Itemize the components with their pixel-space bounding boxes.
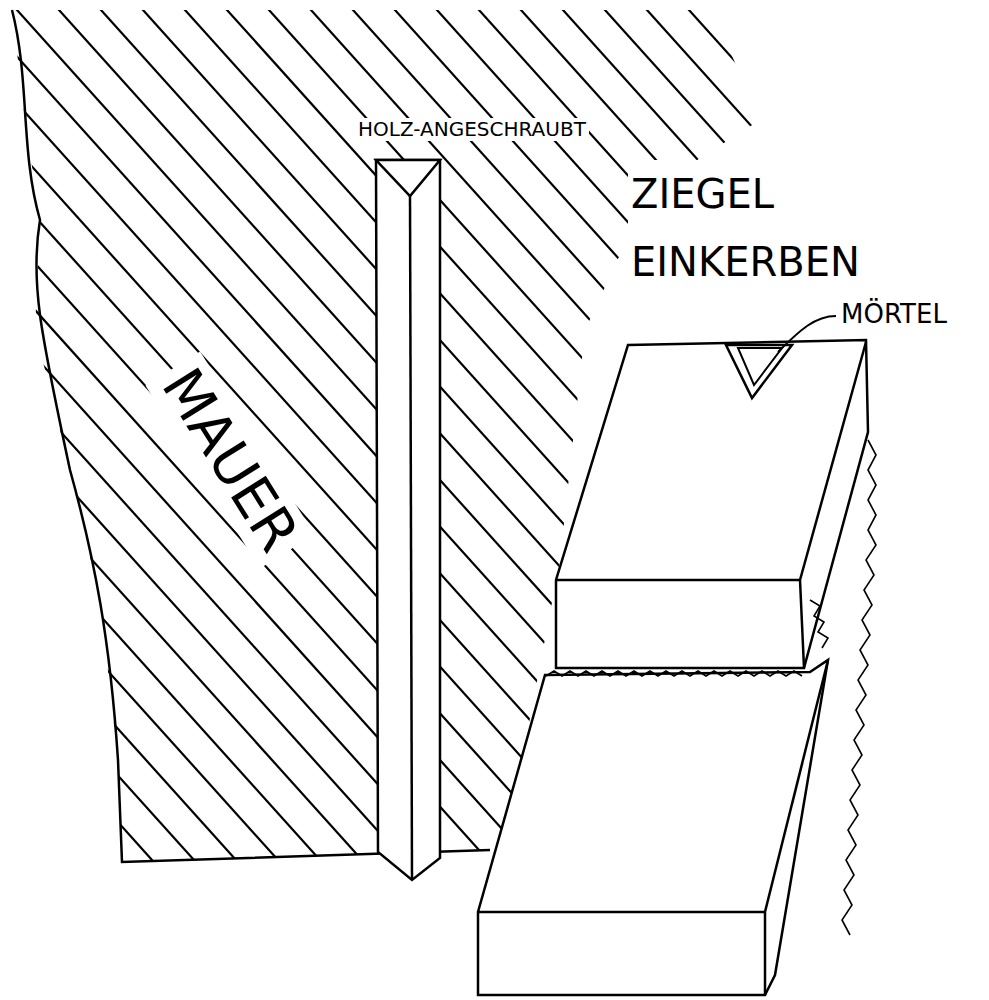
- part-label: HOLZ-ANGESCHRAUBT: [355, 118, 589, 141]
- hatch-line: [344, 0, 989, 1000]
- instruction-label: ZIEGEL EINKERBEN: [628, 160, 919, 296]
- lower-brick: [478, 660, 828, 995]
- hatch-line: [848, 0, 989, 1000]
- hatch-line: [260, 0, 989, 1000]
- hatch-line: [8, 0, 908, 1000]
- hatch-line: [302, 0, 989, 1000]
- hatch-line: [0, 0, 446, 1000]
- hatch-line: [176, 0, 989, 1000]
- hatch-line: [0, 0, 572, 1000]
- part-label: MÖRTEL: [838, 300, 950, 330]
- leader-line: [778, 316, 836, 352]
- hatch-line: [0, 0, 320, 1000]
- hatch-line: [92, 0, 989, 1000]
- hatch-line: [0, 0, 404, 1000]
- hatch-line: [974, 0, 989, 1000]
- hatch-line: [0, 0, 530, 1000]
- hatch-line: [218, 0, 989, 1000]
- hatch-line: [0, 0, 488, 1000]
- hatch-line: [890, 0, 989, 1000]
- hatch-line: [470, 0, 989, 1000]
- hatch-line: [932, 0, 989, 1000]
- hatch-line: [0, 0, 362, 1000]
- hatch-line: [0, 0, 110, 1000]
- upper-brick: [556, 340, 868, 668]
- hatch-line: [0, 0, 26, 1000]
- hatch-line: [134, 0, 989, 1000]
- mortar-joint: [546, 440, 876, 935]
- wood-strip: [376, 160, 440, 880]
- label-patch: [145, 351, 314, 568]
- hatch-line: [0, 0, 236, 1000]
- hatch-line: [428, 0, 989, 1000]
- hatch-line: [0, 0, 152, 1000]
- hatch-line: [50, 0, 950, 1000]
